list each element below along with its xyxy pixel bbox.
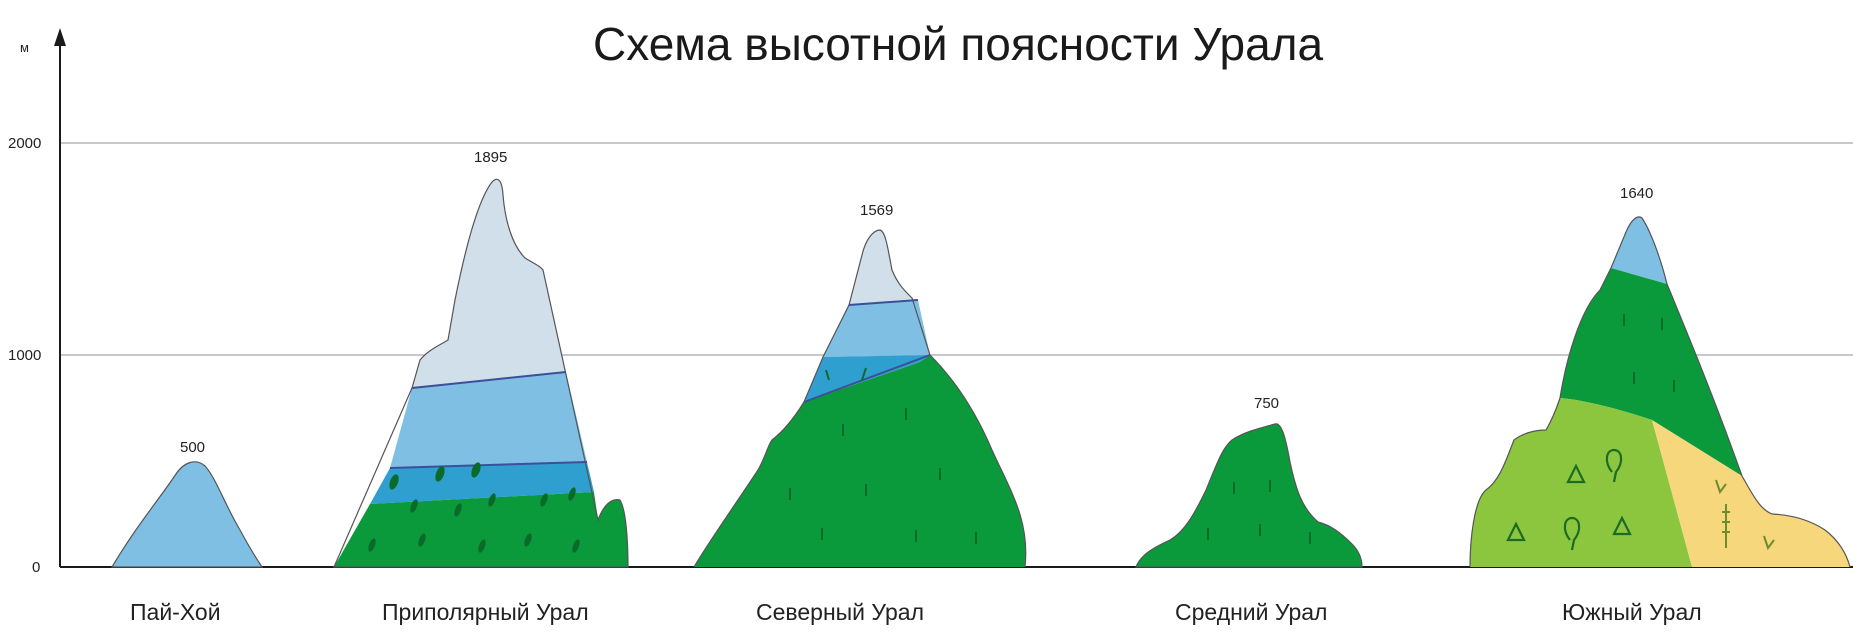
zone-forest — [694, 355, 1026, 567]
zone-forest — [334, 492, 628, 567]
zone-tundra — [823, 300, 930, 357]
pine-tree-icon — [1566, 463, 1586, 484]
zone-boundary-upper — [848, 299, 919, 306]
forest-tree-icons — [1207, 480, 1311, 544]
mountain-sredny: 750 — [1135, 395, 1363, 568]
tree-icon — [389, 474, 399, 490]
tree-icon — [524, 533, 532, 547]
tree-icon — [435, 466, 445, 482]
tree-icon — [568, 487, 576, 501]
mountain-name-yuzhny: Южный Урал — [1562, 599, 1702, 625]
tree-icon — [825, 369, 830, 381]
zone-boundary-middle — [803, 354, 931, 403]
peak-label: 1569 — [860, 202, 893, 219]
zone-steppe — [1652, 420, 1850, 567]
mountain-name-pripolyarny: Приполярный Урал — [382, 599, 589, 625]
zone-mountain-tundra — [370, 462, 594, 504]
mountain-name-severny: Северный Урал — [756, 599, 924, 625]
tree-icon — [861, 367, 867, 381]
mountain-outline — [1469, 216, 1851, 568]
mountain-outline — [693, 229, 1027, 568]
mountain-severny: 1569 — [693, 202, 1027, 568]
mountain-yuzhny: 1640 — [1469, 185, 1851, 568]
grass-icon — [1763, 535, 1775, 551]
peak-label: 1640 — [1620, 185, 1653, 202]
zone-forest — [1135, 423, 1363, 568]
mountain-outline — [333, 178, 629, 568]
tree-icon — [572, 539, 580, 553]
peak-label: 500 — [180, 439, 205, 456]
forest-tree-icons — [789, 367, 977, 544]
y-tick-2000: 2000 — [8, 135, 41, 152]
steppe-plant-icons — [1715, 479, 1775, 551]
zone-tundra — [110, 461, 264, 568]
tree-icon — [488, 493, 496, 507]
forest-tree-icons — [1623, 314, 1675, 392]
tree-icon — [418, 533, 426, 547]
zone-tundra — [390, 372, 587, 468]
tree-icon — [540, 493, 548, 507]
peak-label: 1895 — [474, 149, 507, 166]
pine-tree-icon — [1612, 515, 1632, 536]
tree-icon — [471, 462, 481, 478]
deciduous-tree-icon — [1605, 448, 1623, 483]
zone-snow — [412, 179, 566, 388]
pine-tree-icon — [1506, 521, 1526, 542]
mountain-name-pai-khoi: Пай-Хой — [130, 599, 221, 625]
tree-icon — [410, 499, 418, 513]
peak-label: 750 — [1254, 395, 1279, 412]
tree-icon — [454, 503, 462, 517]
wheat-icon — [1722, 504, 1730, 548]
forest-tree-icons — [368, 462, 580, 553]
zone-boundary-upper — [411, 371, 567, 389]
y-axis-arrow-icon — [54, 28, 66, 46]
deciduous-tree-icon — [1563, 516, 1581, 551]
zone-forest — [1560, 268, 1742, 476]
y-axis-unit: м — [20, 40, 29, 55]
mountain-name-sredny: Средний Урал — [1175, 599, 1327, 625]
y-tick-0: 0 — [32, 559, 40, 576]
y-tick-1000: 1000 — [8, 347, 41, 364]
mountain-pai-khoi: 500 — [110, 439, 264, 568]
zone-boundary-middle — [389, 461, 588, 469]
grass-icon — [1715, 479, 1727, 495]
mountain-pripolyarny: 1895 — [333, 149, 629, 568]
diagram-title: Схема высотной поясности Урала — [593, 18, 1323, 70]
tree-icon — [368, 538, 376, 552]
zone-tundra — [1611, 216, 1667, 284]
tree-icon — [478, 539, 486, 553]
broadleaf-tree-icons — [1506, 448, 1632, 551]
